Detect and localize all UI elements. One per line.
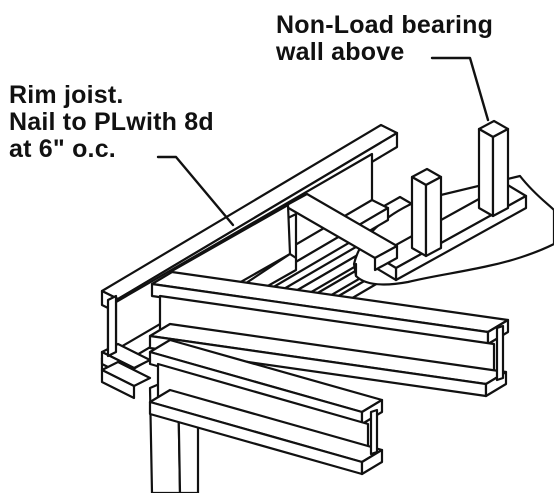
header-beam bbox=[283, 192, 399, 272]
rim-joist-callout-line1: Rim joist. bbox=[9, 81, 124, 109]
plate-symbol: PL bbox=[93, 108, 127, 136]
wall-leader bbox=[430, 56, 490, 122]
rim-joist-callout-line3: at 6" o.c. bbox=[9, 135, 116, 163]
leader-lines bbox=[156, 56, 490, 227]
rim-joist-callout-line2: Nail to PLwith 8d bbox=[9, 109, 214, 136]
front-beam bbox=[148, 270, 510, 398]
nail-spec-text: with 8d bbox=[126, 108, 214, 136]
rim-joist-leader bbox=[156, 155, 235, 227]
nail-text: Nail to bbox=[9, 108, 94, 136]
wall-assembly bbox=[374, 119, 528, 282]
wall-callout-line1: Non-Load bearing bbox=[276, 11, 494, 39]
rim-joist-callout: Rim joist. Nail to PLwith 8d at 6" o.c. bbox=[9, 82, 214, 163]
lower-front-beam bbox=[148, 338, 384, 476]
wall-callout-line2: wall above bbox=[276, 38, 405, 66]
wall-callout: Non-Load bearing wall above bbox=[276, 12, 493, 66]
left-lower-block bbox=[100, 294, 152, 400]
